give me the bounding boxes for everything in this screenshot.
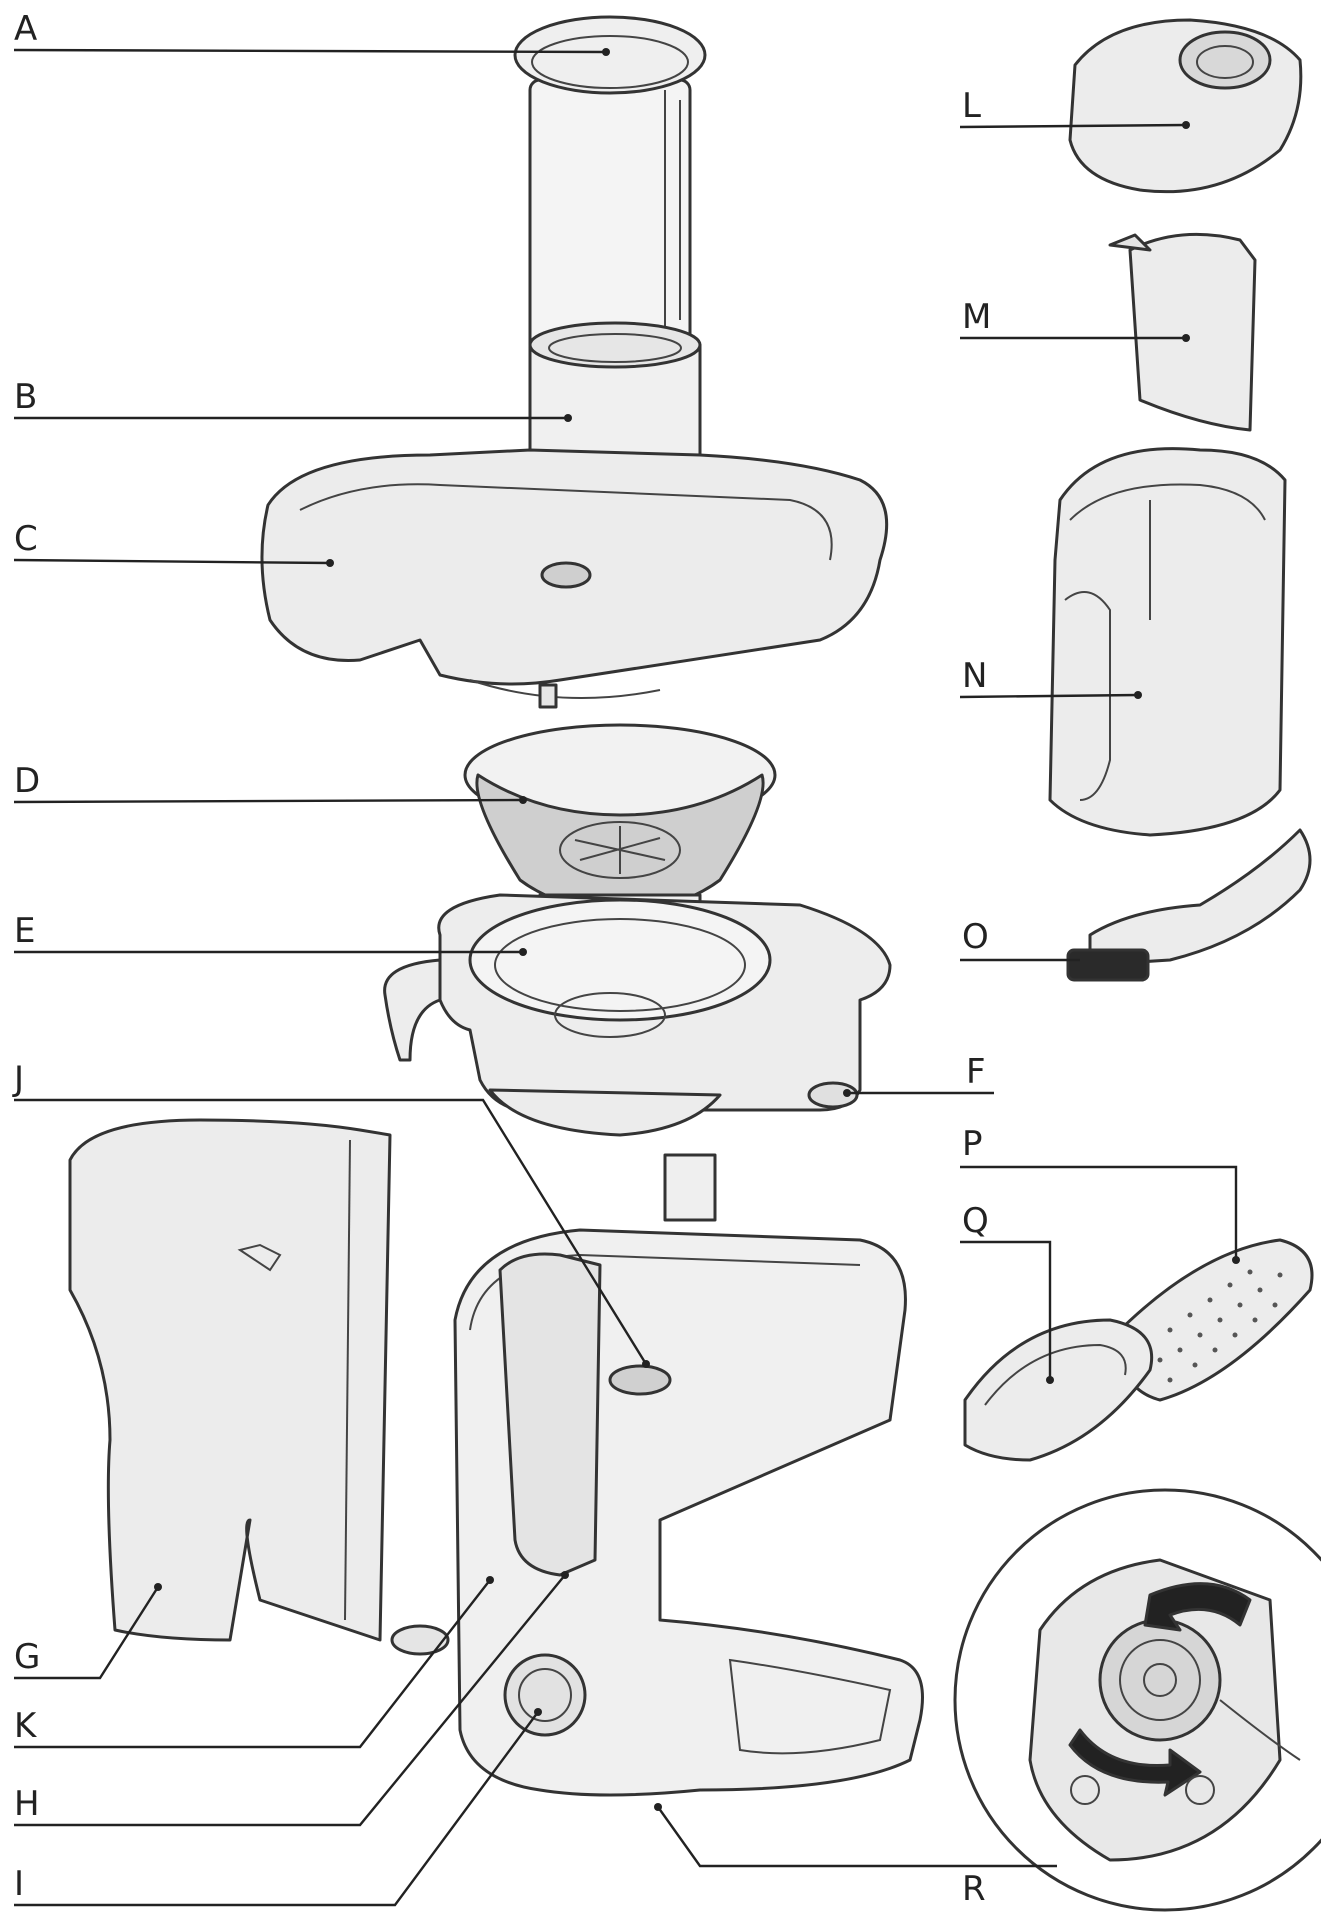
part-g-pulp-container [68,1118,392,1642]
part-r-inset-detail [953,1488,1321,1912]
part-c-lid [260,448,889,709]
part-h-i-j-k-motor-unit [390,1153,924,1797]
part-q-tray [963,1318,1154,1462]
part-n-jug [1048,447,1287,837]
part-e-f-juice-collector [383,893,892,1137]
part-drawings [68,15,1321,1912]
label-l: L [962,86,981,126]
label-o: O [962,917,989,957]
label-k: K [14,1706,38,1746]
part-labels: A B C D E F G H I J K L M N O P Q R [12,9,991,1909]
part-p-strainer [1113,1238,1314,1402]
label-g: G [14,1637,40,1677]
label-m: M [962,297,991,337]
label-a: A [14,9,37,49]
label-j: J [12,1059,24,1099]
part-a-pusher [513,15,707,372]
label-f: F [966,1052,986,1092]
label-r: R [962,1869,986,1909]
label-c: C [14,519,38,559]
part-l-jug-lid [1068,18,1303,194]
label-h: H [14,1784,40,1824]
label-n: N [962,656,987,696]
strainer-holes [1157,1269,1283,1383]
label-e: E [14,911,35,951]
label-d: D [14,761,40,801]
part-m-froth-separator [1108,232,1257,432]
label-q: Q [962,1201,989,1241]
label-b: B [14,377,37,417]
label-p: P [962,1124,983,1164]
leader-lines [13,48,1240,1907]
label-i: I [14,1864,24,1904]
part-o-brush [1066,828,1312,982]
